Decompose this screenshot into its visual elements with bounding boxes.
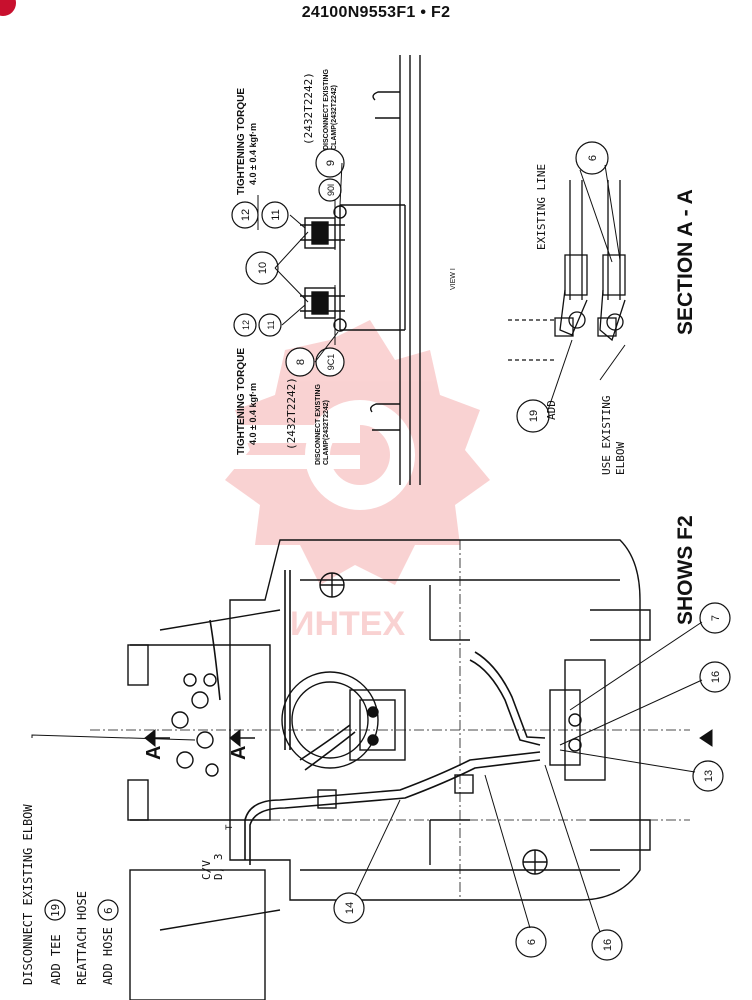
main-hoses <box>209 570 546 865</box>
t-label: T <box>225 824 235 830</box>
legend-ref-19-label: 19 <box>49 904 62 917</box>
callout-11-bottom: 11 <box>266 320 276 329</box>
callouts-section <box>231 141 609 433</box>
callout-labels-section: 9 90l 12 11 10 12 11 8 9C1 6 19 <box>240 155 599 422</box>
callout-12-bottom: 12 <box>241 320 251 330</box>
callout-12-top: 12 <box>240 209 252 221</box>
section-letter-a-1: A <box>143 746 165 760</box>
clamp-note-top-1: DISCONNECT EXISTING <box>323 69 330 150</box>
legend-ref-19: 19 <box>44 899 66 921</box>
legend-item-3: REATTACH HOSE <box>75 891 89 985</box>
callout-11-top: 11 <box>270 209 282 220</box>
section-letter-a-2: A <box>228 746 250 760</box>
callout-13: 13 <box>703 770 715 782</box>
use-existing-label-1: USE EXISTING <box>600 396 613 475</box>
callout-labels-main: 7 16 13 14 6 16 <box>344 615 722 951</box>
shows-f2-label: SHOWS F2 <box>674 515 697 625</box>
section-hoses <box>508 180 626 361</box>
torque-top-value: 4.0 ± 0.4 kgf·m <box>248 123 258 185</box>
use-existing-leader <box>599 344 626 381</box>
torque-bottom-title: TIGHTENING TORQUE <box>236 348 247 455</box>
callout-8: 8 <box>295 359 307 365</box>
cv-label-2: D, 3 <box>212 854 225 881</box>
cv-label: C/V D, 3 T <box>200 824 235 880</box>
callouts-main-leaders <box>354 621 703 933</box>
legend-ref-6: 6 <box>97 899 119 921</box>
callout-6: 6 <box>526 939 538 945</box>
clamp-note-bottom-2: CLAMP(2432T2242) <box>323 400 330 465</box>
view-label: VIEW I <box>450 268 457 290</box>
section-letters: A A <box>143 746 250 760</box>
callouts-main <box>333 602 731 961</box>
callout-9: 9 <box>325 160 337 166</box>
callout-6-section: 6 <box>587 155 599 161</box>
legend-leader <box>31 734 196 741</box>
callout-10: 10 <box>257 262 269 274</box>
section-arrows <box>144 728 713 748</box>
clamp-note-top-2: CLAMP(2432T2242) <box>331 85 338 150</box>
section-a-a-view <box>300 55 421 485</box>
cv-label-1: C/V <box>200 860 213 880</box>
corner-badge <box>0 0 16 16</box>
existing-line-label: EXISTING LINE <box>535 164 548 250</box>
legend-item-4: ADD HOSE <box>101 927 115 985</box>
torque-top-title: TIGHTENING TORQUE <box>236 88 247 195</box>
part-number-top: (2432T2242) <box>302 72 315 145</box>
callout-14: 14 <box>344 902 356 914</box>
clamp-note-bottom-1: DISCONNECT EXISTING <box>315 384 322 465</box>
callout-7: 7 <box>710 615 722 621</box>
use-existing-label-2: ELBOW <box>614 442 627 475</box>
torque-annotations: TIGHTENING TORQUE 4.0 ± 0.4 kgf·m TIGHTE… <box>236 69 457 465</box>
legend-ref-6-label: 6 <box>102 907 115 914</box>
legend: DISCONNECT EXISTING ELBOW ADD TEE 19 REA… <box>21 804 119 985</box>
callout-19: 19 <box>528 410 540 422</box>
section-text: EXISTING LINE ADD USE EXISTING ELBOW SEC… <box>535 164 697 625</box>
watermark-gear-logo <box>225 320 490 585</box>
torque-bottom-value: 4.0 ± 0.4 kgf·m <box>248 383 258 445</box>
add-label: ADD <box>545 400 558 420</box>
legend-item-2: ADD TEE <box>49 934 63 985</box>
callout-16-b: 16 <box>602 939 614 951</box>
callout-9c1: 9C1 <box>326 354 336 371</box>
centerlines <box>90 540 690 900</box>
callout-16-a: 16 <box>710 671 722 683</box>
document-number: 24100N9553F1 • F2 <box>301 4 451 21</box>
watermark-text: ИНТЕХ <box>290 605 405 643</box>
legend-item-1: DISCONNECT EXISTING ELBOW <box>21 804 35 985</box>
callout-90l: 90l <box>326 184 336 196</box>
section-title: SECTION A - A <box>674 189 697 335</box>
part-number-bottom: (2432T2242) <box>285 377 298 450</box>
